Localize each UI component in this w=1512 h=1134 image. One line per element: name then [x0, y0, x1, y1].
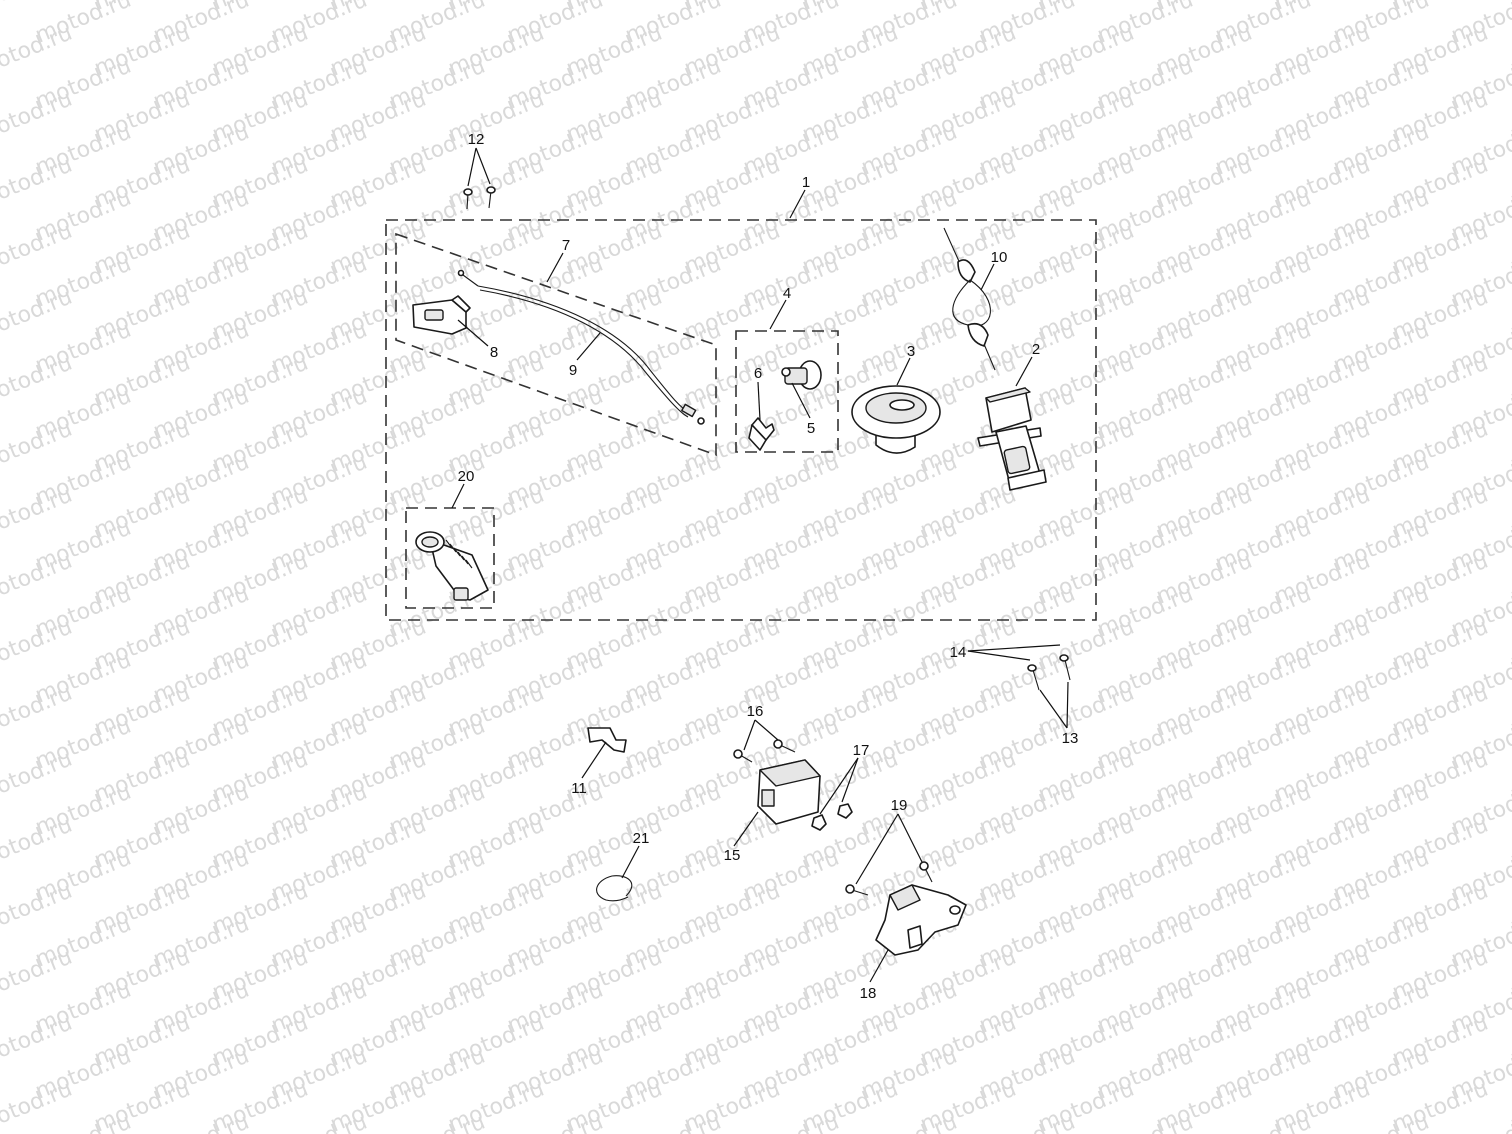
callout-13: 13: [1062, 730, 1079, 747]
screws-16: [733, 739, 796, 763]
callout-12: 12: [468, 131, 485, 148]
ignition-switch-2: [977, 387, 1047, 491]
watermark-text: motod.ru: [622, 1110, 725, 1134]
screw-12: [463, 186, 496, 210]
callout-15: 15: [724, 847, 741, 864]
group-box-4: [735, 330, 839, 453]
callout-2: 2: [1032, 341, 1040, 358]
module-15: [757, 759, 821, 825]
group-box-1: [385, 219, 1097, 621]
lock-5: [781, 360, 822, 390]
callout-9: 9: [569, 362, 577, 379]
screws-19: [845, 861, 933, 896]
callout-3: 3: [907, 343, 915, 360]
group-box-20: [405, 507, 495, 609]
clip-6: [748, 417, 775, 451]
callout-8: 8: [490, 344, 498, 361]
callout-16: 16: [747, 703, 764, 720]
callout-4: 4: [783, 285, 791, 302]
leader-lines: [451, 147, 1069, 983]
key-10: [943, 227, 996, 371]
bracket-18: [875, 884, 967, 956]
callout-20: 20: [458, 468, 475, 485]
callout-7: 7: [562, 237, 570, 254]
watermark-text: motod.ru: [386, 1110, 489, 1134]
callout-5: 5: [807, 420, 815, 437]
callout-11: 11: [571, 780, 587, 797]
watermark-text: motod.ru: [858, 1110, 961, 1134]
fuel-cap-3: [851, 385, 941, 454]
latch-8: [412, 295, 471, 335]
watermark-text: motod.ru: [740, 1110, 843, 1134]
watermark-text: motod.ru: [268, 1110, 371, 1134]
watermark-text: motod.ru: [504, 1110, 607, 1134]
cable-9: [457, 269, 705, 425]
callout-10: 10: [991, 249, 1008, 266]
callout-labels: 12 1 7 10 4 2 3 8 9 6 5 20 14 16 13 17 1…: [458, 131, 1079, 1002]
callout-21: 21: [633, 830, 650, 847]
bracket-11: [587, 727, 627, 753]
callout-17: 17: [853, 742, 870, 759]
watermark-text: motod.ru: [32, 1110, 135, 1134]
watermark-text: motod.ru: [1094, 1110, 1197, 1134]
watermark-text: motod.ru: [150, 1110, 253, 1134]
group-box-7: [395, 232, 717, 457]
watermark-text: motod.ru: [1330, 1110, 1433, 1134]
bolts-13: [1027, 654, 1071, 691]
callout-19: 19: [891, 797, 908, 814]
watermark-text: motod.ru: [976, 1110, 1079, 1134]
callout-18: 18: [860, 985, 877, 1002]
callout-14: 14: [950, 644, 967, 661]
nuts-17: [811, 803, 853, 831]
callout-1: 1: [802, 174, 810, 191]
callout-6: 6: [754, 365, 762, 382]
watermark-text: motod.ru: [1212, 1110, 1315, 1134]
lock-barrel-20: [415, 531, 489, 601]
circlip-21: [596, 875, 633, 902]
